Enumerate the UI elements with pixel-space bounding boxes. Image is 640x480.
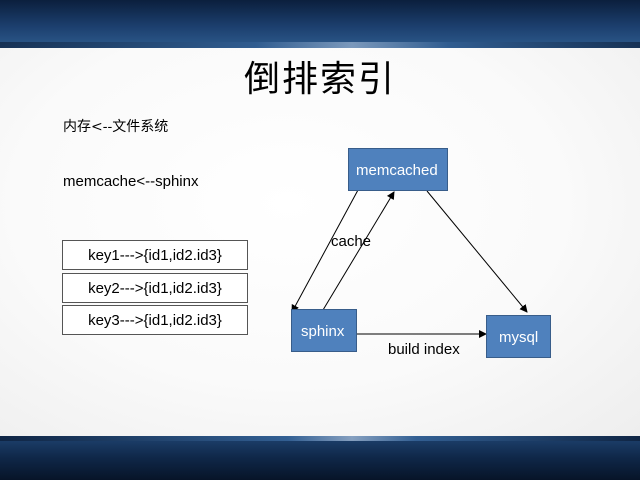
index-entry-key3: key3--->{id1,id2.id3} [62, 305, 248, 335]
memcache-sphinx-text: memcache<--sphinx [63, 173, 199, 190]
mysql-label: mysql [499, 329, 539, 346]
memcached-label: memcached [356, 162, 438, 179]
footer-band [0, 436, 640, 480]
sphinx-label: sphinx [301, 323, 345, 340]
header-band [0, 0, 640, 48]
memcached-node: memcached [348, 148, 448, 191]
sphinx-to-memcached-edge [322, 191, 395, 311]
mysql-node: mysql [486, 315, 551, 358]
memcached-to-sphinx-edge [291, 189, 359, 313]
sphinx-node: sphinx [291, 309, 357, 352]
memcached-to-mysql-edge [426, 190, 528, 313]
index-entry-key1: key1--->{id1,id2.id3} [62, 240, 248, 270]
index-entry-key2: key2--->{id1,id2.id3} [62, 273, 248, 303]
slide-title: 倒排索引 [243, 59, 396, 100]
cache-edge-label: cache [331, 233, 372, 250]
build-index-edge-label: build index [388, 341, 460, 358]
memory-filesystem-text: 内存<--文件系统 [63, 119, 169, 135]
